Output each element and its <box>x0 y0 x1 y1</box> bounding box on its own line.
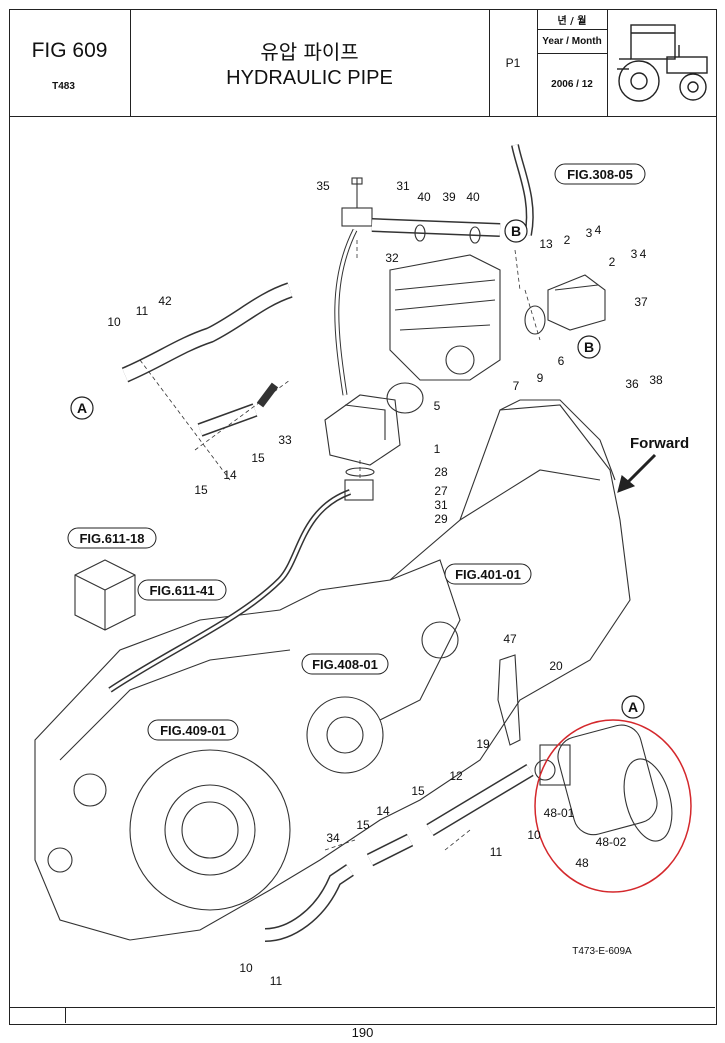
callout: 19 <box>476 737 490 751</box>
callout: 15 <box>194 483 208 497</box>
connector-a-left-label: A <box>77 400 87 416</box>
hydraulic-pump-1 <box>324 394 401 466</box>
connector-a-right <box>621 695 645 719</box>
callout: 32 <box>385 251 399 265</box>
valve-611-18 <box>74 559 136 631</box>
callout: 48-02 <box>596 835 627 849</box>
drawing-code: T473-E-609A <box>572 946 632 957</box>
forward-arrow <box>623 453 657 487</box>
callout: 14 <box>223 468 237 482</box>
connector-b-right-label: B <box>584 339 594 355</box>
callout: 10 <box>107 315 121 329</box>
ref-fig-408-01: FIG.408-01 <box>312 657 378 672</box>
connector-b-top <box>504 219 528 243</box>
callout: 36 <box>625 377 639 391</box>
callout: 31 <box>396 179 410 193</box>
callout: 2 <box>609 255 616 269</box>
flywheel-housing <box>129 749 291 911</box>
fig-number-cell: FIG 609 T483 <box>9 9 131 116</box>
callout: 13 <box>539 237 553 251</box>
tractor-icon <box>609 13 713 113</box>
callout: 9 <box>537 371 544 385</box>
callout: 3 <box>586 226 593 240</box>
callout: 47 <box>503 632 517 646</box>
callout: 48-01 <box>544 806 575 820</box>
header: FIG 609 T483 유압 파이프 HYDRAULIC PIPE P1 년 … <box>9 9 717 117</box>
callout: 11 <box>490 845 503 859</box>
page-number: 190 <box>351 1025 374 1040</box>
page-label: P1 <box>505 55 521 70</box>
ref-fig-611-18: FIG.611-18 <box>79 531 144 546</box>
transmission-housing <box>34 404 631 941</box>
callout: 33 <box>278 433 292 447</box>
callout: 1 <box>434 442 441 456</box>
connector-a-left <box>70 396 94 420</box>
callout: 48 <box>575 856 589 870</box>
ref-fig-401-01: FIG.401-01 <box>455 567 521 582</box>
callout: 15 <box>411 784 425 798</box>
callout: 35 <box>316 179 330 193</box>
date-label-korean: 년 / 월 <box>537 9 607 30</box>
callout: 20 <box>549 659 563 673</box>
callout: 11 <box>136 304 149 318</box>
fitting-27 <box>344 479 374 501</box>
callout: 6 <box>558 354 565 368</box>
ref-fig-308-05: FIG.308-05 <box>567 167 633 182</box>
callout: 29 <box>434 512 448 526</box>
callout: 15 <box>356 818 370 832</box>
date-value: 2006 / 12 <box>551 79 593 90</box>
fitting-35 <box>341 207 373 227</box>
ref-fig-409-01: FIG.409-01 <box>160 723 226 738</box>
callout: 38 <box>649 373 663 387</box>
hydraulic-pump-6 <box>547 274 606 331</box>
callout: 11 <box>270 974 283 988</box>
hydraulic-filter-48 <box>534 724 673 842</box>
callout: 31 <box>434 498 448 512</box>
callout: 2 <box>564 233 571 247</box>
callout: 4 <box>595 223 602 237</box>
forward-label: Forward <box>630 435 689 452</box>
callout: 28 <box>434 465 448 479</box>
date-cell: 년 / 월 Year / Month 2006 / 12 <box>537 9 608 116</box>
callout: 3 <box>631 247 638 261</box>
callout: 15 <box>251 451 265 465</box>
callout: 10 <box>239 961 253 975</box>
page-frame <box>9 9 717 1025</box>
model-code: T483 <box>52 81 75 92</box>
callout: 5 <box>434 399 441 413</box>
callout: 34 <box>326 831 340 845</box>
connector-b-top-label: B <box>511 223 521 239</box>
gear-case <box>306 696 384 774</box>
title-cell: 유압 파이프 HYDRAULIC PIPE <box>130 9 490 116</box>
connector-b-right <box>577 335 601 359</box>
callout: 39 <box>442 190 456 204</box>
date-label-english: Year / Month <box>537 29 607 54</box>
ref-fig-611-41: FIG.611-41 <box>149 583 214 598</box>
callout: 40 <box>466 190 480 204</box>
title-korean: 유압 파이프 <box>260 39 359 64</box>
bracket-47 <box>497 654 521 746</box>
callout: 37 <box>634 295 648 309</box>
control-valve-block <box>389 254 501 381</box>
footer-rule <box>9 1007 715 1008</box>
callout: 7 <box>513 379 520 393</box>
title-english: HYDRAULIC PIPE <box>226 66 393 89</box>
callout: 10 <box>527 828 541 842</box>
callout: 40 <box>417 190 431 204</box>
footer-left-tick <box>65 1007 66 1023</box>
fig-number: FIG 609 <box>31 39 108 62</box>
callout: 27 <box>434 484 448 498</box>
highlight-circle <box>534 719 692 893</box>
connector-a-right-label: A <box>628 699 638 715</box>
callout: 42 <box>158 294 172 308</box>
callout: 14 <box>376 804 390 818</box>
callout: 4 <box>640 247 647 261</box>
page-label-cell: P1 <box>489 9 538 116</box>
callout: 12 <box>449 769 463 783</box>
